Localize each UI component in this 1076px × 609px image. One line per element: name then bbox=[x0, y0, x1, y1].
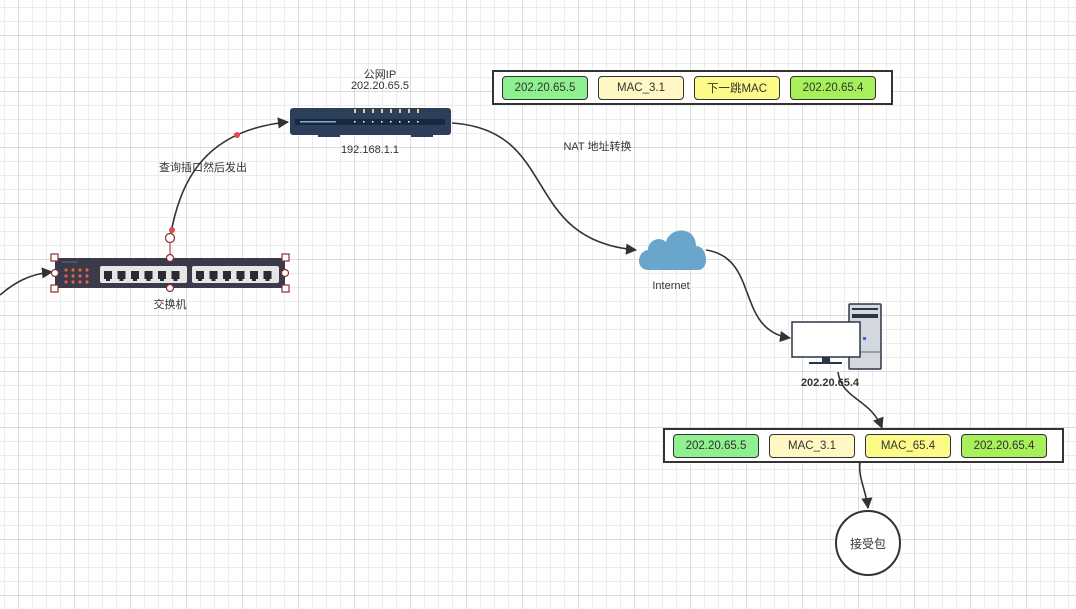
packet-top-src-mac[interactable]: MAC_3.1 bbox=[598, 75, 684, 100]
edge-router-to-internet[interactable] bbox=[451, 122, 638, 255]
switch-port bbox=[131, 271, 139, 281]
edge-packet-to-receive[interactable] bbox=[858, 461, 873, 510]
packet-top-dst-mac[interactable]: 下一跳MAC bbox=[694, 75, 780, 100]
switch-port bbox=[104, 271, 112, 281]
edge-switch-to-router[interactable] bbox=[169, 117, 290, 239]
switch-port bbox=[117, 271, 126, 281]
edge-internet-to-server[interactable] bbox=[705, 249, 792, 343]
cloud-label: Internet bbox=[652, 280, 690, 292]
waypoint-dot[interactable] bbox=[234, 132, 240, 138]
switch-port bbox=[196, 271, 204, 281]
monitor-icon[interactable] bbox=[791, 321, 861, 364]
cloud-icon[interactable] bbox=[639, 230, 707, 270]
router-lan-ip: 192.168.1.1 bbox=[340, 144, 400, 156]
switch-port bbox=[158, 271, 166, 281]
switch-port bbox=[209, 271, 218, 281]
router-title: 公网IP bbox=[363, 69, 397, 81]
packet-bottom-dst-ip[interactable]: 202.20.65.4 bbox=[961, 433, 1047, 458]
switch-port bbox=[236, 271, 245, 281]
edge-incoming-to-switch[interactable] bbox=[0, 267, 54, 296]
edge-handle[interactable] bbox=[164, 232, 176, 244]
switch-icon[interactable] bbox=[55, 258, 285, 288]
selection-handles[interactable] bbox=[50, 253, 290, 293]
switch-port bbox=[144, 271, 153, 281]
router-icon[interactable] bbox=[290, 108, 451, 137]
switch-port bbox=[250, 271, 258, 281]
packet-bottom-src-mac[interactable]: MAC_3.1 bbox=[769, 433, 855, 458]
switch-port bbox=[263, 271, 272, 281]
packet-bottom-dst-mac[interactable]: MAC_65.4 bbox=[865, 433, 951, 458]
switch-port bbox=[223, 271, 231, 281]
edge-server-to-packet[interactable] bbox=[837, 371, 884, 430]
packet-bottom[interactable]: 202.20.65.5 MAC_3.1 MAC_65.4 202.20.65.4 bbox=[663, 428, 1064, 463]
edge-label-switch-to-router: 查询插口然后发出 bbox=[159, 162, 247, 174]
receive-packet-node[interactable]: 接受包 bbox=[835, 510, 901, 576]
router-public-ip: 202.20.65.5 bbox=[350, 80, 410, 92]
packet-top-src-ip[interactable]: 202.20.65.5 bbox=[502, 75, 588, 100]
packet-bottom-src-ip[interactable]: 202.20.65.5 bbox=[673, 433, 759, 458]
server-label: 202.20.65.4 bbox=[800, 377, 860, 389]
packet-top-dst-ip[interactable]: 202.20.65.4 bbox=[790, 75, 876, 100]
switch-port bbox=[171, 271, 180, 281]
switch-label: 交换机 bbox=[153, 299, 187, 311]
nat-label: NAT 地址转换 bbox=[563, 141, 632, 153]
waypoint-dot[interactable] bbox=[169, 227, 175, 233]
receive-packet-label: 接受包 bbox=[849, 536, 886, 551]
packet-top[interactable]: 202.20.65.5 MAC_3.1 下一跳MAC 202.20.65.4 bbox=[492, 70, 893, 105]
